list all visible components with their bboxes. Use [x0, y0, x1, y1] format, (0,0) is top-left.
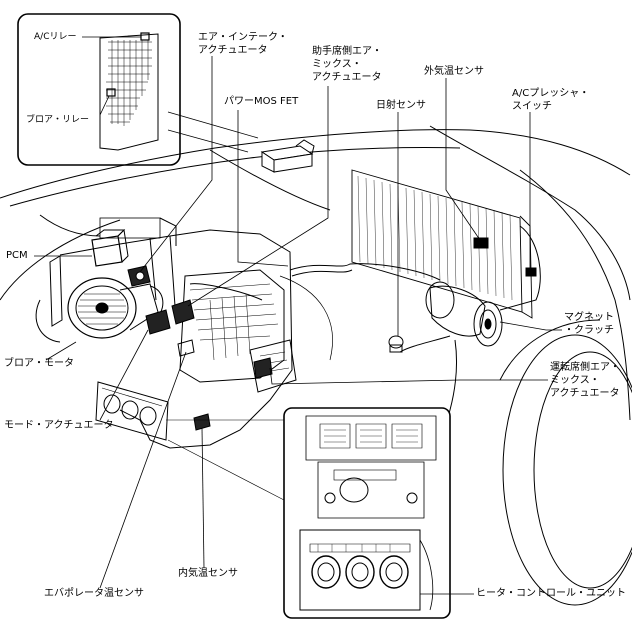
driver-mix-actuator-part — [253, 357, 273, 379]
vehicle-body — [0, 125, 631, 441]
ambient-temp-sensor-part — [473, 237, 489, 249]
cabin-sensor-part — [193, 413, 211, 431]
leader-lines — [34, 56, 562, 595]
relay-box-inset — [17, 13, 259, 166]
label-magnetic-clutch-line1: マグネット — [564, 312, 614, 323]
condenser — [351, 169, 533, 319]
leader-blower-motor — [45, 341, 77, 361]
label-blower-relay: ブロア・リレー — [26, 115, 90, 125]
ac-pressure-switch-part — [525, 267, 537, 277]
label-intake-actuator-line2: アクチュエータ — [198, 45, 268, 56]
label-passenger-mix-line3: アクチュエータ — [312, 72, 382, 83]
leader-evaporator — [99, 351, 187, 589]
leader-cabin-sensor — [201, 427, 205, 569]
label-ac-pressure-line2: スイッチ — [512, 101, 552, 112]
label-evaporator-sensor: エバポレータ温センサ — [44, 588, 144, 599]
label-driver-mix-line2: ミックス・ — [550, 375, 600, 386]
leader-mode — [99, 329, 149, 421]
label-magnetic-clutch-line2: ・クラッチ — [564, 325, 614, 336]
inset-connector — [166, 419, 285, 501]
label-passenger-mix-line2: ミックス・ — [312, 59, 362, 70]
label-solar-sensor: 日射センサ — [376, 100, 426, 111]
dash-control-panel — [95, 381, 169, 441]
leader-power-mosfet — [237, 110, 289, 267]
label-mode-actuator: モード・アクチュエータ — [4, 420, 114, 431]
label-ac-pressure-line1: A/Cプレッシャ・ — [512, 88, 590, 99]
label-blower-motor: ブロア・モータ — [4, 358, 74, 369]
label-heater-control-unit: ヒータ・コントロール・ユニット — [476, 588, 626, 599]
leader-magnetic-clutch — [499, 321, 562, 331]
power-mosfet-part — [260, 139, 315, 173]
leader-blower-relay — [99, 95, 110, 116]
compressor — [425, 281, 503, 347]
mode-actuator-part — [145, 309, 171, 335]
evaporator-sensor-part — [177, 339, 195, 357]
intake-actuator-part — [127, 265, 151, 287]
relay-grid — [106, 40, 152, 126]
label-passenger-mix-line1: 助手席側エア・ — [312, 46, 382, 57]
solar-sensor-part — [388, 335, 404, 353]
refrigerant-pipes — [189, 225, 541, 353]
ac-relay-marker — [140, 32, 150, 41]
label-pcm: PCM — [6, 250, 28, 261]
label-ambient-sensor: 外気温センサ — [424, 66, 484, 77]
front-wheel — [499, 319, 632, 606]
label-power-mosfet: パワーMOS FET — [224, 96, 299, 107]
blower-motor-part — [67, 277, 164, 339]
label-driver-mix-line1: 運転席側エア・ — [550, 362, 620, 373]
leader-intake — [139, 56, 213, 273]
label-intake-actuator-line1: エア・インテーク・ — [198, 32, 288, 43]
leader-ambient — [445, 78, 481, 241]
leader-driver-mix — [269, 367, 548, 385]
label-ac-relay: A/Cリレー — [34, 32, 77, 42]
leader-passenger-mix — [187, 86, 329, 307]
label-driver-mix-line3: アクチュエータ — [550, 388, 620, 399]
heater-control-inset — [283, 407, 451, 619]
blower-relay-marker — [106, 88, 116, 97]
label-cabin-sensor: 内気温センサ — [178, 568, 238, 579]
